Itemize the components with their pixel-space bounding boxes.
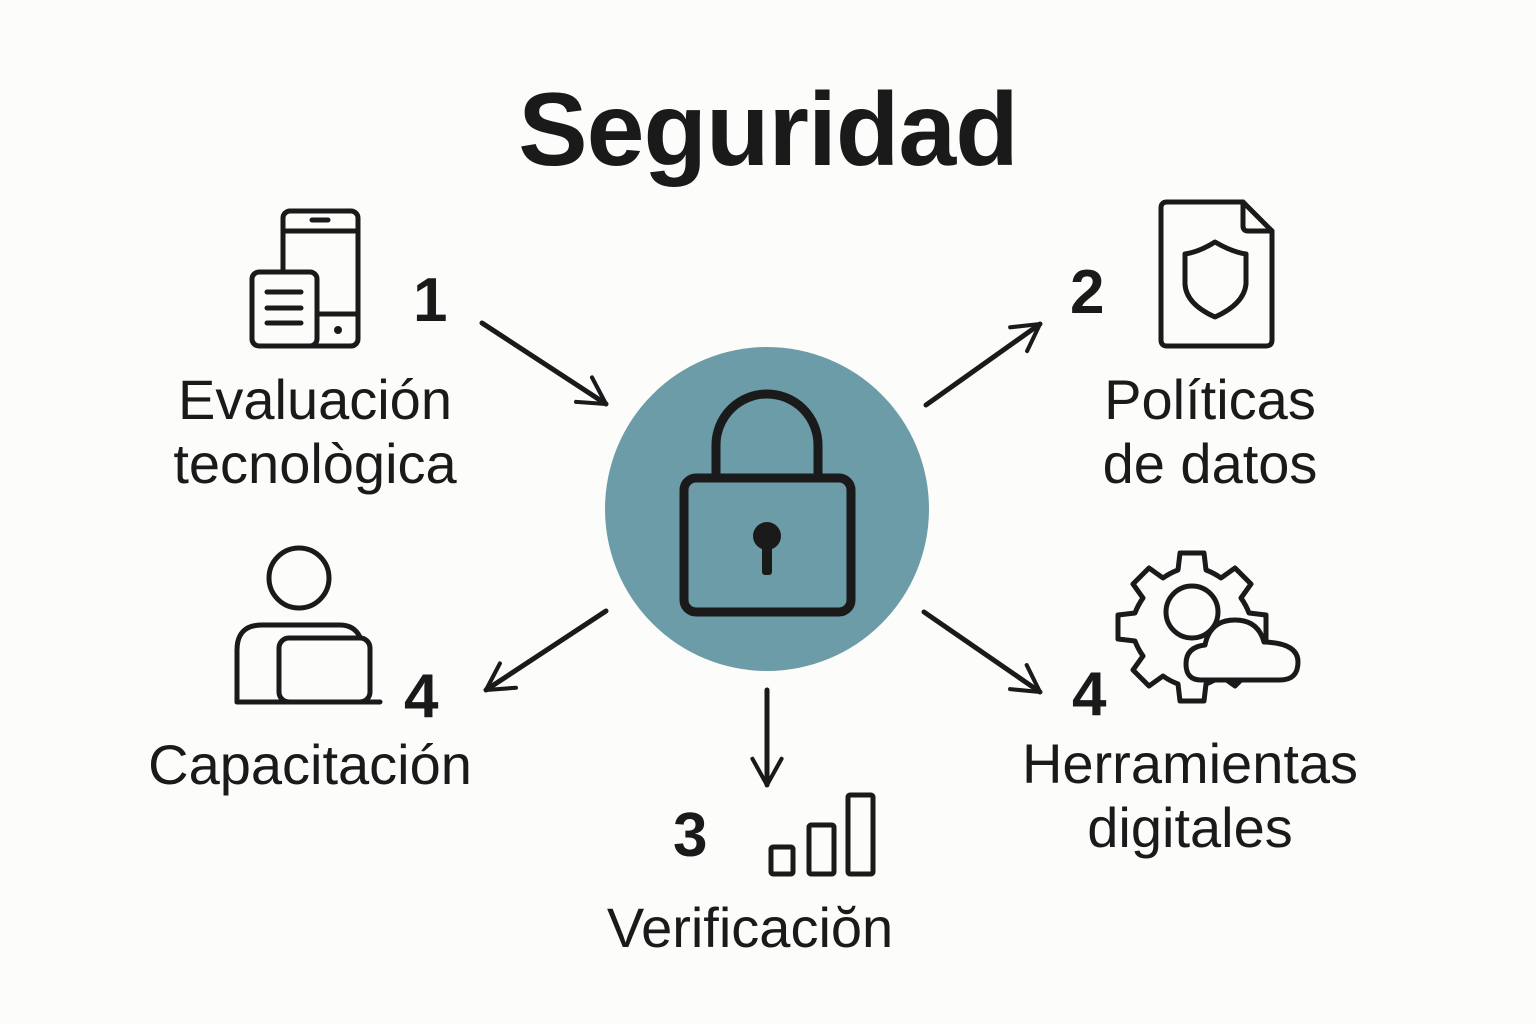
node-number-4-right: 4 [1072, 660, 1107, 729]
shield-document-icon [1158, 199, 1275, 349]
node-number-1: 1 [413, 266, 448, 335]
label-line: Verificaciŏn [606, 896, 894, 959]
diagram-title: Seguridad [518, 72, 1019, 188]
node-number-4-left: 4 [404, 662, 439, 731]
label-line: de datos [1102, 432, 1318, 495]
gear-cloud-icon [1115, 550, 1301, 704]
label-line: Capacitación [148, 733, 472, 796]
devices-icon [249, 208, 361, 349]
arrow-evaluacion [479, 320, 609, 407]
label-line: tecnològica [173, 432, 457, 495]
node-number-2: 2 [1070, 258, 1105, 327]
label-line: Herramientas [1021, 732, 1359, 795]
bar-chart-icon [768, 792, 876, 877]
padlock-icon [679, 389, 856, 617]
arrow-politicas [923, 321, 1043, 408]
node-label-capacitacion: Capacitación [110, 733, 510, 797]
user-laptop-icon [234, 545, 383, 705]
label-line: Políticas [1104, 368, 1316, 431]
node-label-herramientas: Herramientas digitales [990, 732, 1390, 860]
node-label-verificacion: Verificaciŏn [560, 896, 940, 960]
node-label-politicas: Políticas de datos [1060, 368, 1360, 496]
arrow-herramientas [921, 609, 1043, 695]
node-label-evaluacion: Evaluación tecnològica [130, 368, 500, 496]
label-line: digitales [1087, 796, 1293, 859]
node-number-3: 3 [673, 801, 708, 870]
label-line: Evaluación [178, 368, 452, 431]
arrow-capacitacion [483, 608, 609, 693]
